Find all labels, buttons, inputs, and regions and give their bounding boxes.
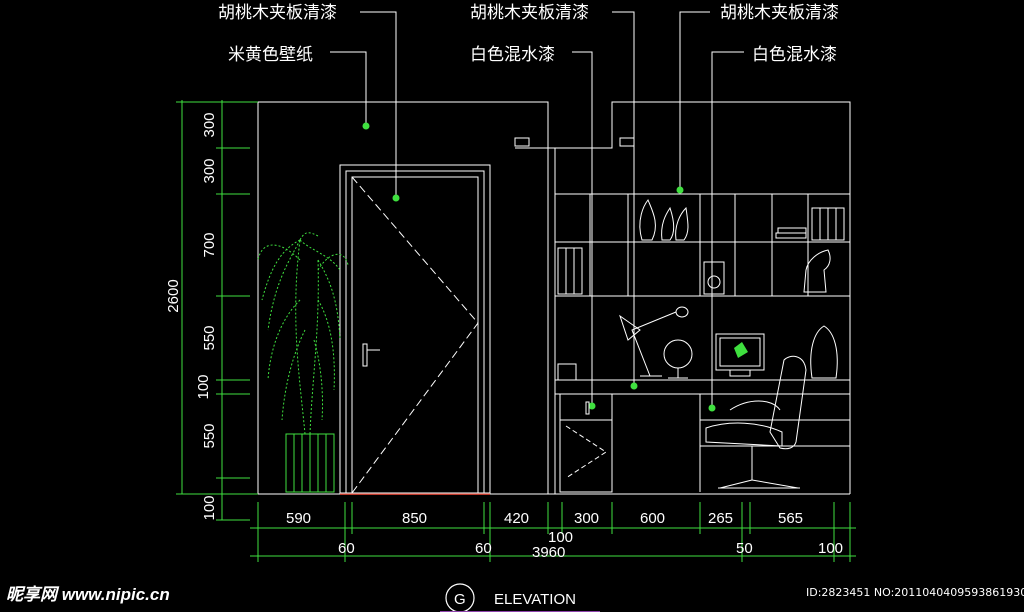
vertical-dim-segment: 300 — [201, 158, 218, 183]
horizontal-dim-segment: 265 — [708, 510, 733, 527]
leader-lines — [330, 11, 744, 412]
callout-walnut-veneer-left: 胡桃木夹板清漆 — [218, 3, 337, 23]
watermark-site: 昵享网 www.nipic.cn — [6, 585, 170, 604]
potted-plant — [257, 232, 349, 493]
vertical-dim-segment: 550 — [201, 423, 218, 448]
horizontal-dim-segment: 850 — [402, 510, 427, 527]
vertical-dim-total: 2600 — [165, 279, 182, 312]
section-marker-letter: G — [454, 591, 466, 608]
title-block — [440, 583, 600, 612]
horizontal-dim-small: 60 — [475, 540, 492, 557]
callout-walnut-veneer-right: 胡桃木夹板清漆 — [720, 3, 839, 23]
section-marker-circle — [445, 583, 475, 612]
horizontal-dim-segment: 590 — [286, 510, 311, 527]
door-handle — [362, 343, 368, 367]
horizontal-dim-segment: 300 — [574, 510, 599, 527]
watermark-id: ID:2823451 NO:20110404095938619307 — [806, 586, 1024, 599]
leader-dot — [676, 186, 684, 194]
horizontal-dim-segment: 600 — [640, 510, 665, 527]
leader-dot — [392, 194, 400, 202]
leader-dot — [588, 402, 596, 410]
wall-outline — [257, 101, 851, 495]
horizontal-dim-small: 100 — [548, 529, 573, 546]
door — [339, 164, 491, 494]
horizontal-dim-small: 50 — [736, 540, 753, 557]
leader-dot — [362, 122, 370, 130]
vertical-dim-segment: 700 — [201, 232, 218, 257]
horizontal-dim-total: 3960 — [532, 544, 565, 561]
callout-white-paint-right: 白色混水漆 — [752, 45, 837, 65]
horizontal-dim-small: 100 — [818, 540, 843, 557]
leader-dot — [630, 382, 638, 390]
callout-walnut-veneer-mid: 胡桃木夹板清漆 — [470, 3, 589, 23]
callout-beige-wallpaper: 米黄色壁纸 — [228, 45, 313, 65]
vertical-dim-segment: 100 — [201, 495, 218, 520]
desk — [554, 306, 851, 493]
upper-shelving — [554, 193, 851, 297]
vertical-dim-segment: 550 — [201, 325, 218, 350]
vertical-dim-segment: 300 — [201, 112, 218, 137]
horizontal-dim-segment: 420 — [504, 510, 529, 527]
drawing-title: ELEVATION — [494, 591, 576, 608]
horizontal-dim-segment: 565 — [778, 510, 803, 527]
callout-white-paint-mid: 白色混水漆 — [470, 45, 555, 65]
horizontal-dim-small: 60 — [338, 540, 355, 557]
leader-dot — [708, 404, 716, 412]
vertical-dim-segment: 100 — [195, 374, 212, 399]
horizontal-dimension-chain — [250, 502, 856, 562]
vertical-dimension-chain — [176, 100, 258, 521]
